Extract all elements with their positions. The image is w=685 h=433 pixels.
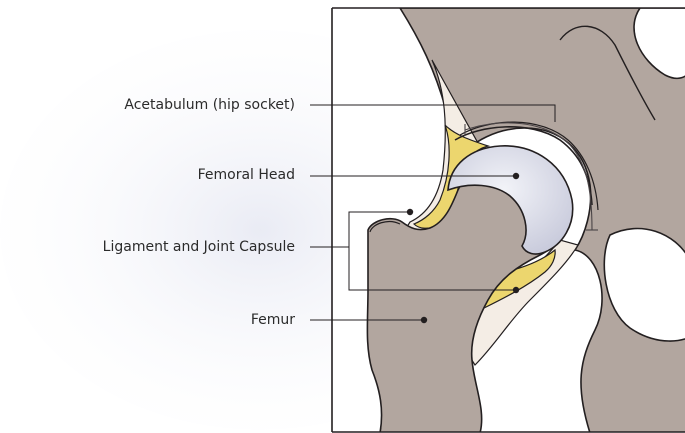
- marker-ligament-lower: [513, 287, 519, 293]
- illustration-frame-content: [332, 8, 685, 433]
- marker-femur: [421, 317, 427, 323]
- label-femur: Femur: [251, 311, 295, 329]
- marker-ligament-upper: [407, 209, 413, 215]
- marker-femoral-head: [513, 173, 519, 179]
- label-acetabulum: Acetabulum (hip socket): [124, 96, 295, 114]
- label-femoral-head: Femoral Head: [198, 166, 295, 184]
- label-ligament-joint-capsule: Ligament and Joint Capsule: [103, 238, 295, 256]
